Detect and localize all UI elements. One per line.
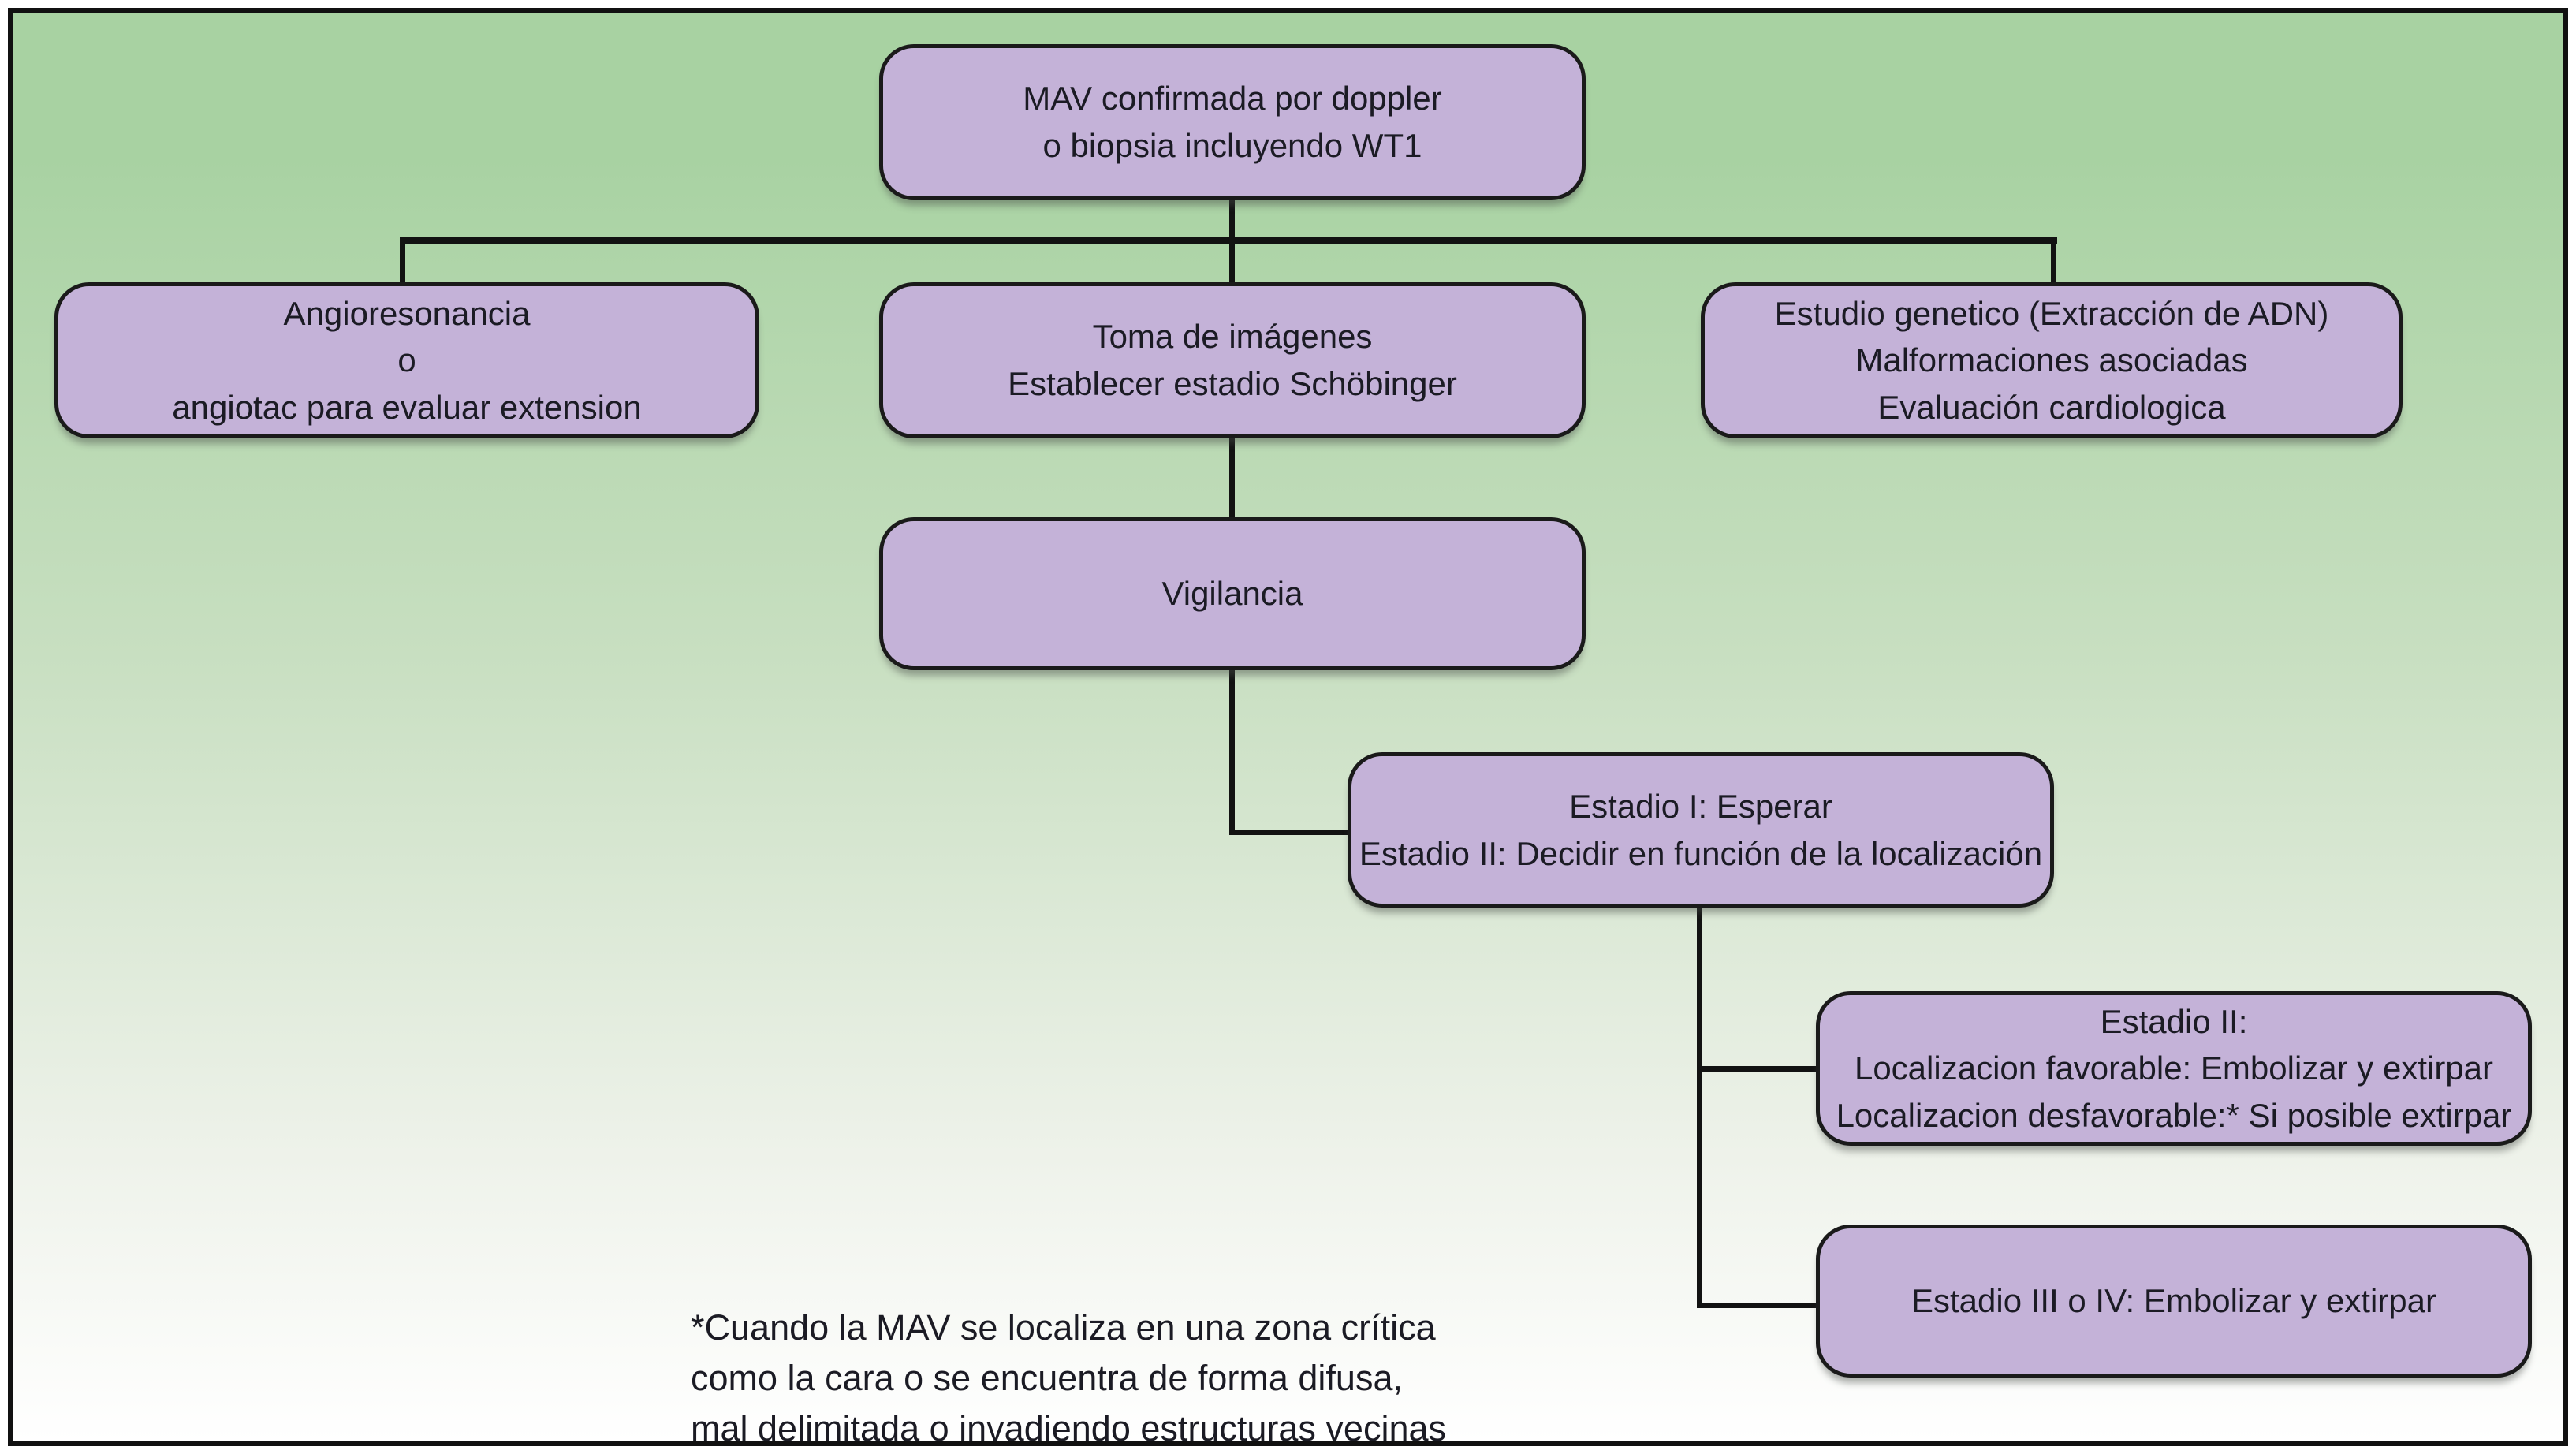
figure-frame [8, 8, 2568, 1446]
node-estudio-genetico: Estudio genetico (Extracción de ADN)Malf… [1701, 282, 2403, 438]
footnote-asterisk-note: *Cuando la MAV se localiza en una zona c… [691, 1307, 1447, 1448]
connector-stage12-trunk [1697, 904, 1702, 1308]
connector-top-drop [1229, 197, 1235, 241]
connector-surveillance-down [1229, 667, 1235, 835]
connector-elbow-to-stage12 [1229, 830, 1351, 835]
node-estadio-3-4: Estadio III o IV: Embolizar y extirpar [1816, 1225, 2532, 1378]
connector-center-drop [1229, 237, 1235, 285]
node-estadio-2: Estadio II:Localizacion favorable: Embol… [1816, 991, 2532, 1146]
node-vigilancia: Vigilancia [879, 517, 1586, 670]
connector-main-horizontal-bar [400, 237, 2057, 244]
connector-stub-to-stage34 [1697, 1303, 1819, 1308]
connector-stub-to-stage2 [1697, 1066, 1819, 1072]
connector-left-drop [400, 237, 405, 285]
connector-right-drop [2051, 237, 2056, 285]
connector-staging-to-surveillance [1229, 435, 1235, 520]
